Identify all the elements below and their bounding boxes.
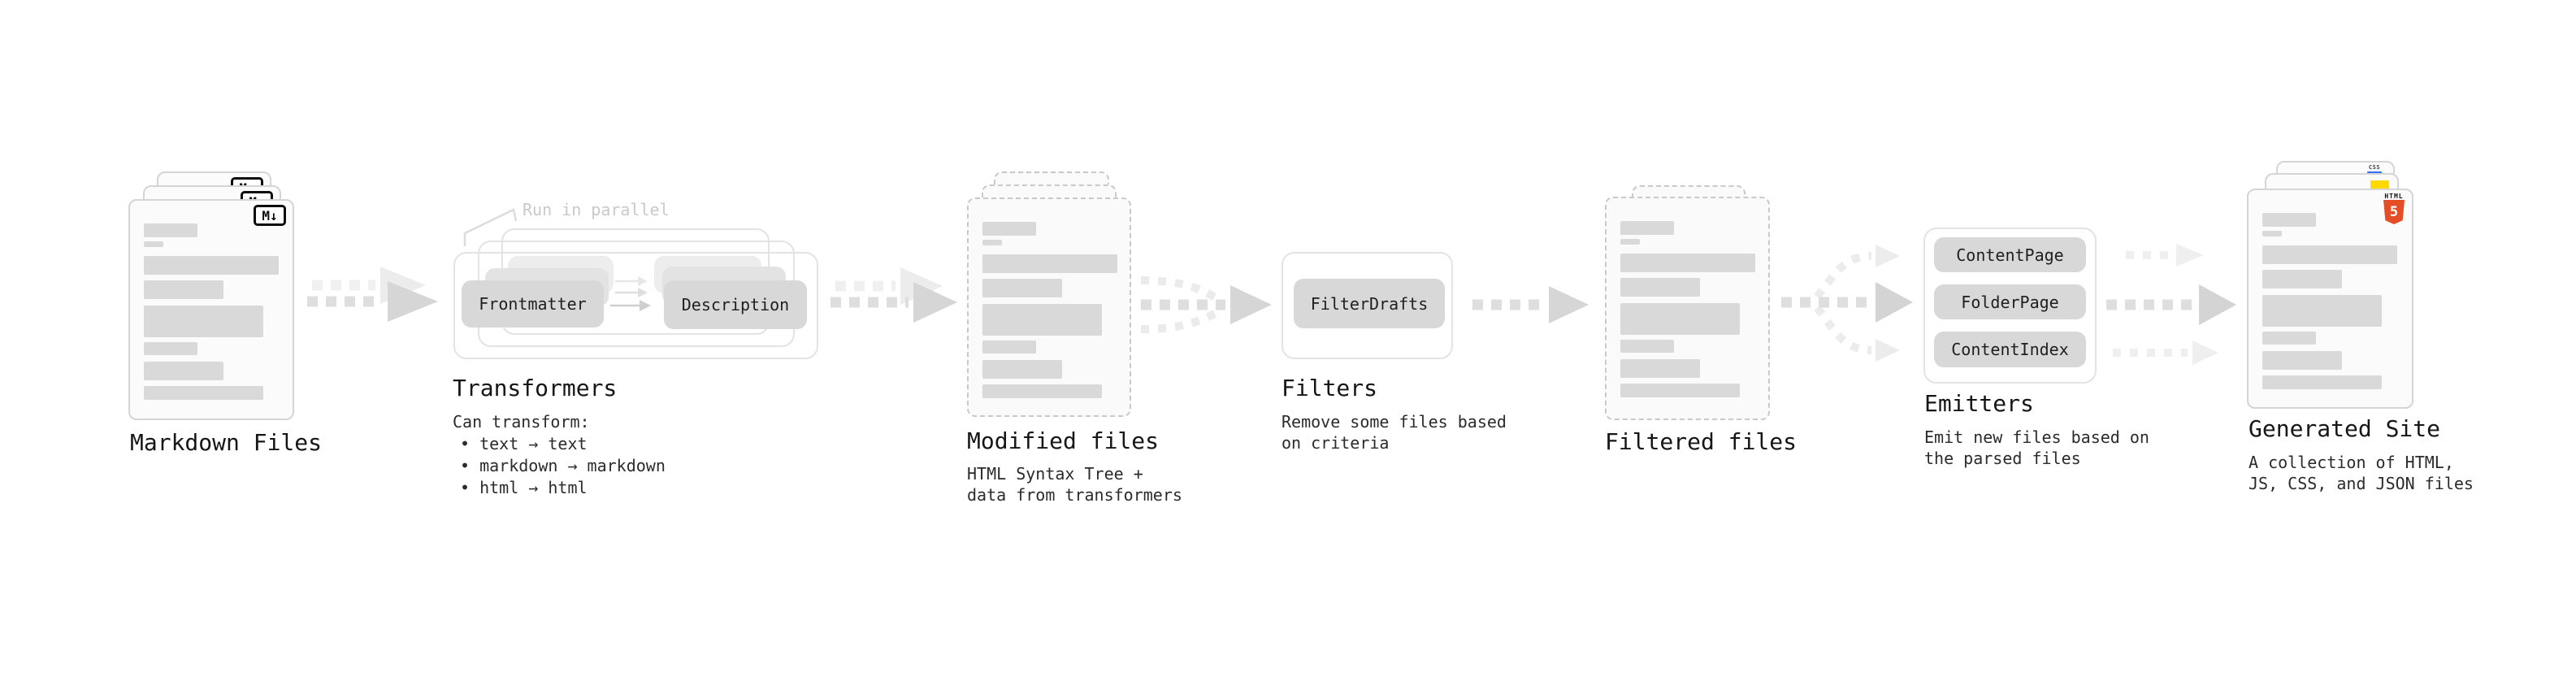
text-placeholder-bar [982,222,1036,236]
transformers-heading: Transformers [453,375,618,401]
transformers-intro: Can transform: [453,412,590,432]
text-placeholder-bar [2262,351,2342,370]
transformers-bullet: • text → text [460,434,588,453]
transformer-parallel-arrows [610,276,651,311]
folderpage-chip: FolderPage [1934,284,2086,319]
text-placeholder-bar [982,304,1102,336]
arrow-modified-to-filters [1140,276,1272,333]
emitters-subtitle: Emit new files based on the parsed files [1924,427,2149,468]
markdown-icon: M↓ [254,205,286,226]
emitters-heading: Emitters [1924,390,2034,417]
text-placeholder-bar [2262,245,2397,264]
text-placeholder-bar [982,279,1062,297]
run-in-parallel-annotation: Run in parallel [523,200,670,219]
text-placeholder-bar [982,254,1117,273]
emitters-frame [1923,228,2097,384]
filters-frame [1281,252,1453,359]
text-placeholder-bar [144,256,279,275]
text-placeholder-bar [144,306,263,337]
arrow-filtered-to-emitters [1781,245,1913,362]
text-placeholder-bar [144,362,223,380]
filters-subtitle: Remove some files based on criteria [1281,412,1507,453]
arrow-markdown-to-transformers [307,267,438,322]
arrow-transformers-to-modified [830,267,957,323]
js-file-icon [2370,180,2389,189]
text-placeholder-bar [1620,221,1674,235]
generated-site-heading: Generated Site [2249,415,2441,442]
filtered-file-front [1605,197,1770,420]
filterdrafts-chip: FilterDrafts [1294,279,1445,328]
text-placeholder-bar [2262,375,2382,389]
text-placeholder-bar [982,340,1036,354]
text-placeholder-bar [2262,270,2342,288]
description-chip: Description [664,280,807,329]
text-placeholder-bar [982,240,1002,245]
text-placeholder-bar [1620,239,1640,245]
text-placeholder-bar [144,342,197,355]
text-placeholder-bar [1620,384,1740,397]
generated-site-subtitle: A collection of HTML, JS, CSS, and JSON … [2249,453,2474,493]
text-placeholder-bar [144,386,263,400]
arrow-emitters-to-generated [2106,244,2236,365]
text-placeholder-bar [1620,278,1700,297]
text-placeholder-bar [2262,295,2382,327]
text-placeholder-bar [1620,359,1700,378]
filtered-files-heading: Filtered files [1605,428,1798,455]
generated-file-html: HTML 5 [2247,189,2413,409]
transformer-frame-front [453,252,818,359]
text-placeholder-bar [2262,231,2282,236]
text-placeholder-bar [982,360,1062,379]
html5-shield-icon: 5 [2383,200,2405,224]
text-placeholder-bar [1620,303,1740,335]
text-placeholder-bar [144,280,223,299]
markdown-files-label: Markdown Files [130,429,323,456]
text-placeholder-bar [2262,332,2316,345]
text-placeholder-bar [2262,213,2316,227]
modified-files-subtitle: HTML Syntax Tree + data from transformer… [967,464,1182,505]
modified-files-heading: Modified files [967,427,1160,454]
text-placeholder-bar [1620,340,1674,353]
text-placeholder-bar [982,384,1102,398]
transformers-bullet: • html → html [460,478,588,497]
markdown-file-front: M↓ [128,199,294,420]
html5-icon: HTML 5 [2383,193,2405,224]
text-placeholder-bar [1620,254,1755,272]
arrow-filters-to-filtered [1472,286,1589,323]
run-in-parallel-leader-line [463,208,518,246]
transformers-bullet: • markdown → markdown [460,456,666,475]
contentpage-chip: ContentPage [1934,237,2086,272]
contentindex-chip: ContentIndex [1934,332,2086,367]
frontmatter-chip: Frontmatter [462,280,604,327]
filters-heading: Filters [1281,375,1378,401]
text-placeholder-bar [144,223,197,237]
text-placeholder-bar [144,241,163,247]
modified-file-front [967,197,1131,417]
